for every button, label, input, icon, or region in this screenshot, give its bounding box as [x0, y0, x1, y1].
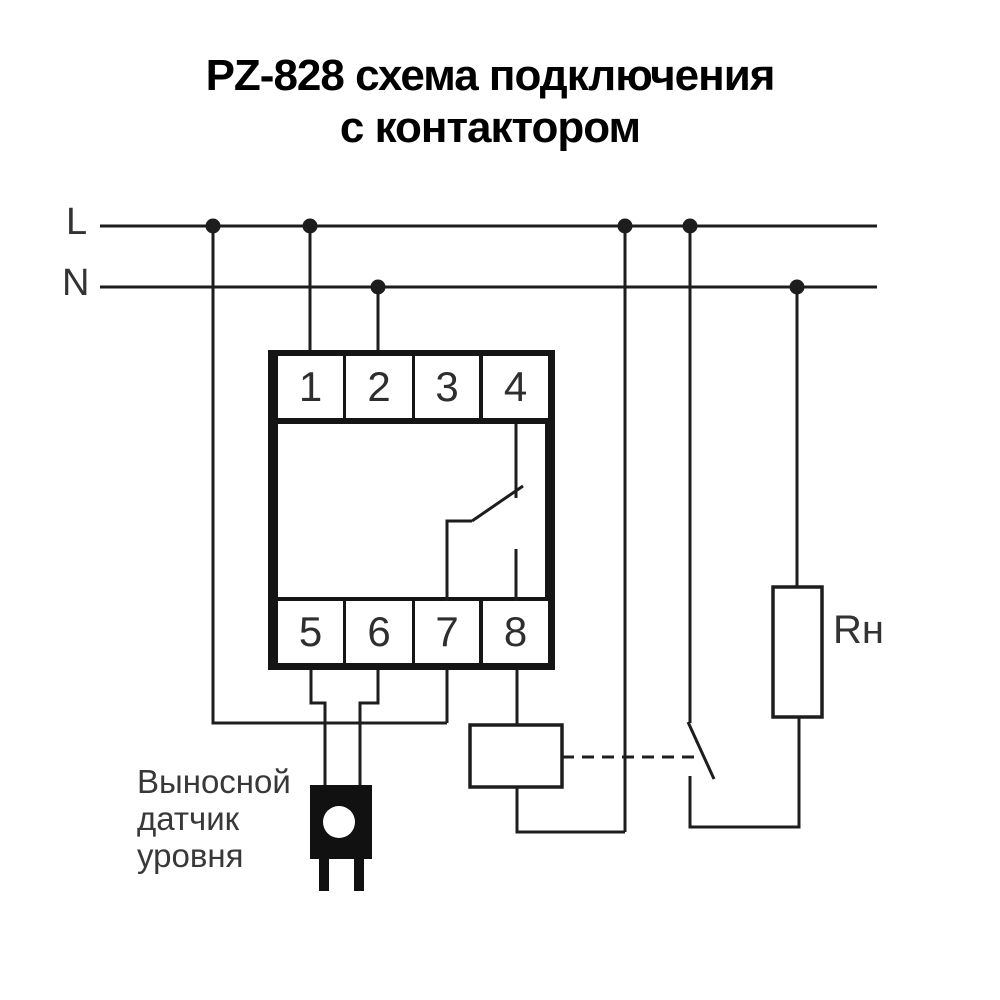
wire-l-to-terminal7: [211, 226, 447, 725]
wire-contact-to-load: [688, 715, 801, 829]
level-sensor-label: Выносной датчик уровня: [137, 763, 291, 874]
level-sensor-pin-left: [319, 859, 329, 891]
junction-dot: [205, 218, 221, 234]
junction-dot: [370, 279, 386, 295]
junction-dot: [302, 218, 318, 234]
l-line-label: L: [66, 201, 88, 243]
junction-dot: [789, 279, 805, 295]
contactor-coil: [468, 723, 564, 789]
terminal-label-4: 4: [503, 363, 528, 410]
wire-coil-bottom: [515, 785, 625, 834]
wire-terminal6-to-sensor: [358, 660, 380, 788]
page-title: PZ-828 схема подключения с контактором: [0, 50, 980, 154]
terminal-box-5: [278, 601, 343, 663]
load-resistor-label: Rн: [833, 608, 884, 652]
terminal-box-8: [483, 601, 548, 663]
terminal-box-1: [278, 356, 343, 418]
wire-terminal5-to-sensor: [309, 660, 327, 788]
terminal-label-7: 7: [435, 608, 459, 655]
level-sensor-label-line-2: датчик: [137, 800, 240, 837]
level-sensor-hole: [323, 806, 355, 838]
relay-contact-common-line: [445, 519, 472, 601]
page-title-line-1: PZ-828 схема подключения: [205, 51, 776, 100]
contactor-contact-blade: [686, 721, 716, 780]
terminal-label-8: 8: [503, 608, 528, 655]
page-title-line-2: с контактором: [339, 103, 641, 152]
load-resistor: [771, 585, 824, 719]
terminal-box-2: [346, 356, 412, 418]
level-sensor-label-line-1: Выносной: [137, 763, 291, 800]
terminal-label-2: 2: [367, 363, 391, 410]
terminal-label-1: 1: [298, 363, 323, 410]
terminal-box-7: [415, 601, 479, 663]
junction-dot: [682, 218, 698, 234]
terminal-box-6: [346, 601, 412, 663]
terminal-label-5: 5: [298, 608, 323, 655]
n-line-label: N: [62, 262, 90, 304]
terminal-box-3: [415, 356, 479, 418]
level-sensor-pin-right: [354, 859, 364, 891]
device-inner-window: [278, 424, 545, 597]
terminal-label-6: 6: [367, 608, 391, 655]
level-sensor-label-line-3: уровня: [137, 837, 244, 874]
terminal-label-3: 3: [435, 363, 459, 410]
relay-contact-blade: [471, 484, 524, 523]
junction-dot: [617, 218, 633, 234]
terminal-box-4: [483, 356, 548, 418]
